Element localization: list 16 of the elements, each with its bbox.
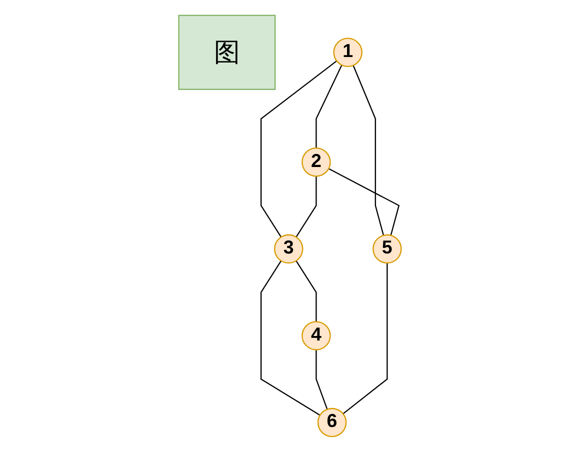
connector <box>342 262 388 414</box>
connector <box>260 60 338 238</box>
connector <box>328 168 400 236</box>
node-circle: 4 <box>302 321 331 350</box>
connector <box>260 260 320 416</box>
connector <box>296 260 317 322</box>
node-circle: 2 <box>302 148 331 177</box>
connector <box>352 65 384 236</box>
connector <box>316 350 328 410</box>
node-box: 图 <box>178 14 276 90</box>
node-circle: 5 <box>372 234 402 264</box>
node-circle: 3 <box>274 234 304 264</box>
node-circle: 6 <box>317 408 347 438</box>
connector <box>316 64 342 148</box>
node-circle: 1 <box>333 38 362 68</box>
connector <box>296 176 317 238</box>
